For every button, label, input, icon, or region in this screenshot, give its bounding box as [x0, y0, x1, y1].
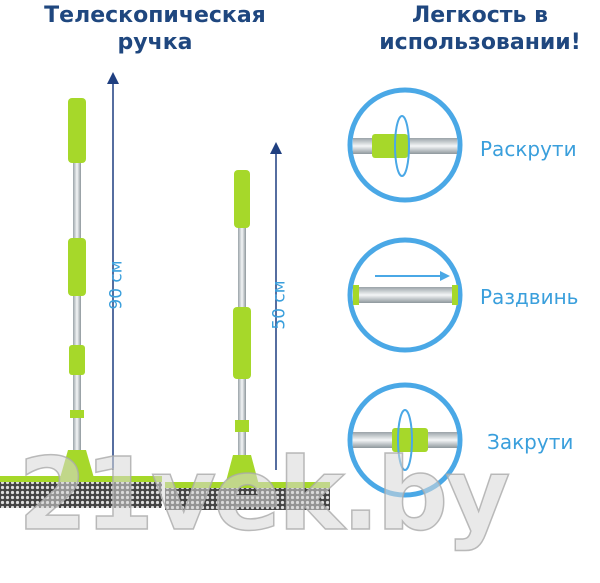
step-label-unscrew: Раскрути [480, 137, 577, 161]
left-title: Телескопическая ручка [20, 2, 290, 56]
step-label-extend: Раздвинь [480, 285, 579, 309]
left-title-line1: Телескопическая [44, 3, 266, 28]
left-title-line2: ручка [117, 30, 193, 55]
long-mop [0, 98, 162, 508]
step-circle-extend [347, 237, 463, 353]
length-label-short: 50 см [269, 280, 290, 330]
step-label-screw: Закрути [487, 430, 574, 454]
short-mop [165, 170, 330, 510]
right-title-line1: Легкость в [411, 3, 549, 28]
right-title-line2: использовании! [379, 30, 581, 55]
step-circle-unscrew [347, 87, 463, 203]
step-circle-screw [347, 382, 463, 498]
right-title: Легкость в использовании! [360, 2, 600, 56]
length-label-long: 90 см [106, 260, 127, 310]
